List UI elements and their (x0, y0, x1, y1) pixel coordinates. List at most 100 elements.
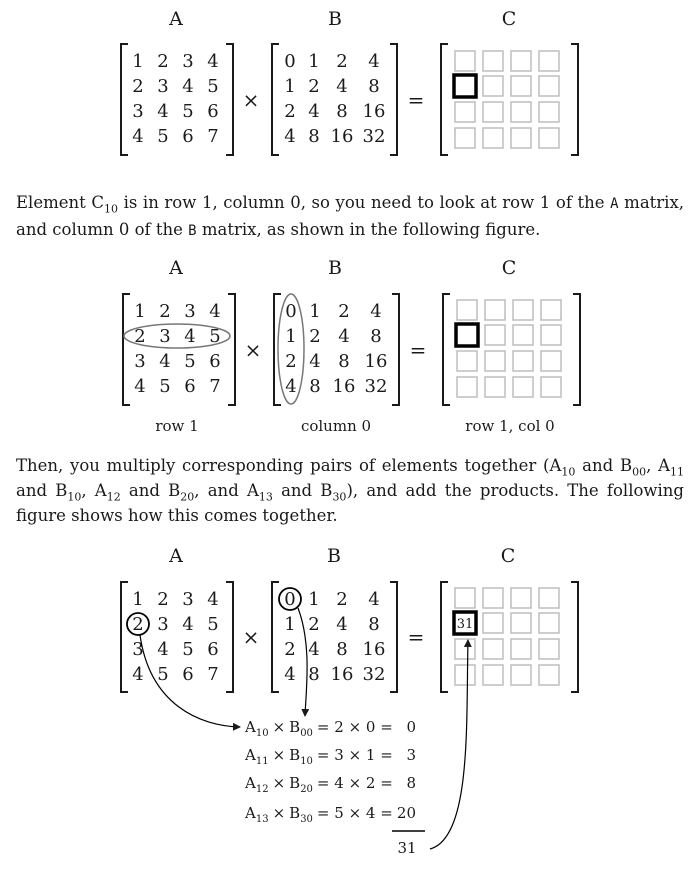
matrix-a-label: A (168, 257, 183, 279)
equals-sign: = (410, 338, 427, 362)
matrix-cell: 0 (284, 589, 295, 610)
matrix-cell: 5 (182, 101, 193, 122)
matrix-cell: 4 (284, 664, 295, 685)
text-run: Then, you multiply corresponding pairs o… (16, 456, 562, 475)
matrix-cell: 32 (363, 664, 386, 685)
product-row-1: A10×B00= 2 × 0 = (244, 718, 393, 739)
matrix-cell: 2 (285, 351, 296, 372)
matrix-a-left-bracket (122, 293, 130, 406)
code-a: A (610, 196, 619, 212)
text-run: and B (272, 481, 333, 500)
matrix-cell: 5 (209, 326, 220, 347)
text-run: and B (120, 481, 181, 500)
matrix-cell: 32 (365, 376, 388, 397)
matrix-cell: 1 (308, 51, 319, 72)
matrix-cell: 4 (309, 351, 320, 372)
matrix-cell: 1 (284, 614, 295, 635)
matrix-a-values: 1 2 3 4 2 3 4 5 3 4 5 6 4 5 6 7 (134, 301, 220, 397)
matrix-cell: 8 (368, 614, 379, 635)
matrix-b-values: 0 1 2 4 1 2 4 8 2 4 8 16 4 8 16 32 (284, 51, 385, 147)
figure-2: A B C 1 2 3 4 2 3 4 5 3 4 5 6 4 5 6 7 × … (122, 257, 581, 435)
matrix-cell: 1 (284, 76, 295, 97)
matrix-cell: 5 (207, 76, 218, 97)
text-run: and B (16, 481, 68, 500)
matrix-cell: 3 (132, 639, 143, 660)
matrix-cell: 4 (207, 589, 218, 610)
matrix-cell: 16 (363, 101, 386, 122)
text-run: , and A (194, 481, 259, 500)
product-row-4: A13×B30= 5 × 4 = (244, 804, 393, 825)
caption-column-0: column 0 (301, 417, 371, 435)
matrix-cell: 2 (157, 51, 168, 72)
matrix-cell: 3 (157, 76, 168, 97)
matrix-cell: 8 (308, 664, 319, 685)
highlighted-cell (454, 322, 480, 348)
matrix-a-right-bracket (228, 293, 236, 406)
matrix-cell: 8 (370, 326, 381, 347)
product-value-4: 20 (397, 804, 416, 822)
matrix-b-right-bracket (390, 43, 398, 156)
subscript: 11 (670, 465, 685, 479)
matrix-cell: 6 (182, 664, 193, 685)
matrix-cell: 2 (132, 76, 143, 97)
matrix-cell: 2 (336, 51, 347, 72)
equals-sign: = (408, 625, 425, 649)
matrix-a-label: A (168, 8, 183, 30)
matrix-cell: 1 (308, 589, 319, 610)
matrix-a-values: 1 2 3 4 2 3 4 5 3 4 5 6 4 5 6 7 (132, 589, 218, 685)
matrix-cell: 2 (338, 301, 349, 322)
code-b: B (188, 223, 197, 239)
matrix-cell: 4 (308, 639, 319, 660)
matrix-cell: 3 (182, 51, 193, 72)
matrix-a-left-bracket (120, 43, 128, 156)
highlighted-cell (452, 73, 478, 99)
matrix-cell: 3 (157, 614, 168, 635)
equals-sign: = (408, 88, 425, 112)
matrix-c-grid (456, 299, 562, 398)
matrix-cell: 4 (182, 614, 193, 635)
matrix-cell: 16 (365, 351, 388, 372)
paragraph-element-c10: Element C10 is in row 1, column 0, so yo… (16, 190, 684, 244)
arrow-a10-to-product (139, 634, 241, 731)
matrix-cell: 2 (308, 76, 319, 97)
column-0-highlight-ellipse (277, 293, 305, 405)
matrix-cell: 6 (209, 351, 220, 372)
subscript: 12 (106, 490, 121, 504)
matrix-c-left-bracket (440, 581, 448, 693)
matrix-cell: 1 (132, 589, 143, 610)
text-run: and B (575, 456, 633, 475)
matrix-cell: 3 (159, 326, 170, 347)
text-run: is in row 1, column 0, so you need to lo… (117, 193, 611, 212)
product-row-3: A12×B20= 4 × 2 = (244, 774, 393, 795)
matrix-cell: 16 (333, 376, 356, 397)
matrix-cell: 4 (132, 664, 143, 685)
product-value-3: 8 (406, 774, 416, 792)
matrix-b-left-bracket (271, 581, 279, 693)
matrix-a-left-bracket (120, 581, 128, 693)
matrix-cell: 6 (207, 101, 218, 122)
matrix-b-right-bracket (392, 293, 400, 406)
matrix-cell: 6 (184, 376, 195, 397)
matrix-cell: 6 (182, 126, 193, 147)
matrix-a-right-bracket (226, 43, 234, 156)
matrix-cell: 8 (308, 126, 319, 147)
matrix-c-left-bracket (440, 43, 448, 156)
row-1-highlight-ellipse (123, 323, 231, 349)
matrix-c-label: C (501, 545, 516, 567)
matrix-cell: 8 (309, 376, 320, 397)
matrix-cell: 8 (368, 76, 379, 97)
text-run: matrix, as shown in the following figure… (196, 220, 541, 239)
matrix-cell: 0 (285, 301, 296, 322)
matrix-b-left-bracket (273, 293, 281, 406)
matrix-b-label: B (327, 545, 341, 567)
matrix-cell: 4 (157, 639, 168, 660)
matrix-cell: 4 (336, 76, 347, 97)
figure-1: A B C 1 2 3 4 2 3 4 5 3 4 5 6 4 5 6 7 × (120, 8, 579, 156)
matrix-cell: 4 (159, 351, 170, 372)
matrix-cell: 8 (338, 351, 349, 372)
matrix-cell: 4 (132, 126, 143, 147)
matrix-cell: 2 (132, 614, 143, 635)
matrix-cell: 4 (368, 51, 379, 72)
matrix-cell: 5 (207, 614, 218, 635)
